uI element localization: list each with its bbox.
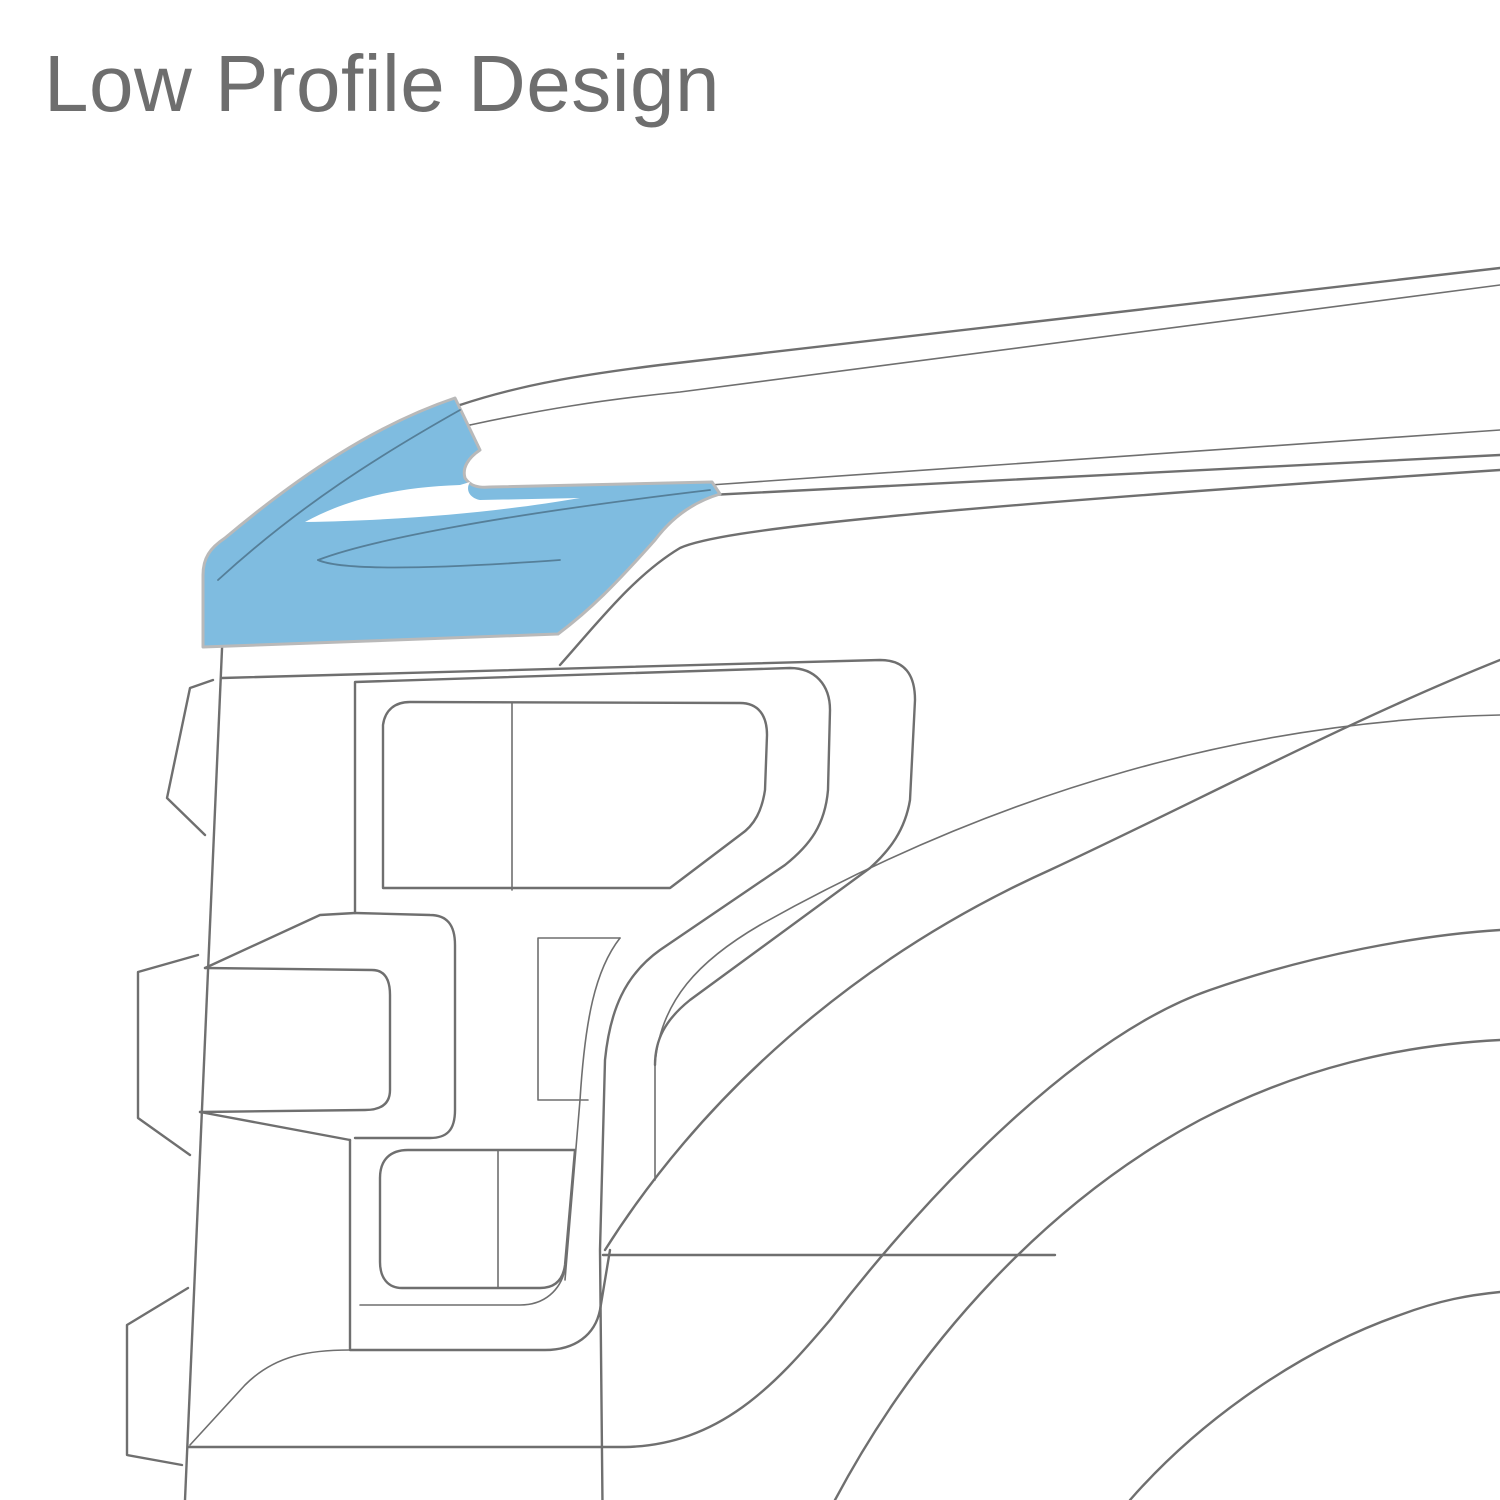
lower-lens-base xyxy=(359,1269,566,1306)
page-title: Low Profile Design xyxy=(44,39,720,128)
grille-edge xyxy=(183,578,227,1500)
bumper-line xyxy=(189,1349,351,1446)
hood-top-edge xyxy=(458,266,1500,407)
wheel-arch-outer xyxy=(833,1038,1500,1500)
fender-top-line xyxy=(558,468,1500,667)
hood-deflector-shape xyxy=(201,396,722,649)
fender-inner-line xyxy=(654,714,1500,1181)
fog-light-bottom xyxy=(198,1110,352,1142)
hood-inner-edge xyxy=(469,284,1500,426)
hood-crease-lower xyxy=(708,453,1500,497)
fender-sweep xyxy=(603,658,1500,1252)
upper-lens xyxy=(381,700,769,890)
wheel-arch-inner xyxy=(1128,1290,1500,1500)
headlight-top-line xyxy=(220,658,917,1067)
fog-light-lens xyxy=(198,966,392,1114)
headlight-frame xyxy=(353,666,832,1500)
truck-outline xyxy=(125,266,1500,1500)
lower-marker xyxy=(125,1286,190,1467)
hood-crease-upper xyxy=(709,429,1500,486)
fog-light-housing xyxy=(136,953,200,1157)
drl-curve xyxy=(564,937,621,1281)
lower-lens xyxy=(378,1148,577,1290)
headlight-middle xyxy=(353,911,457,1140)
hood-deflector-hood-line xyxy=(217,409,461,581)
hood-deflector-crease xyxy=(317,489,711,561)
upper-marker xyxy=(165,678,215,837)
hood-deflector-highlight xyxy=(305,482,580,522)
hood-deflector xyxy=(201,396,722,649)
drl-strip xyxy=(537,937,621,1101)
bumper-bottom xyxy=(186,928,1500,1449)
fog-light-top xyxy=(203,911,357,970)
headlight-frame-inner xyxy=(348,1138,612,1352)
hood-deflector-crease-lower xyxy=(317,559,561,569)
